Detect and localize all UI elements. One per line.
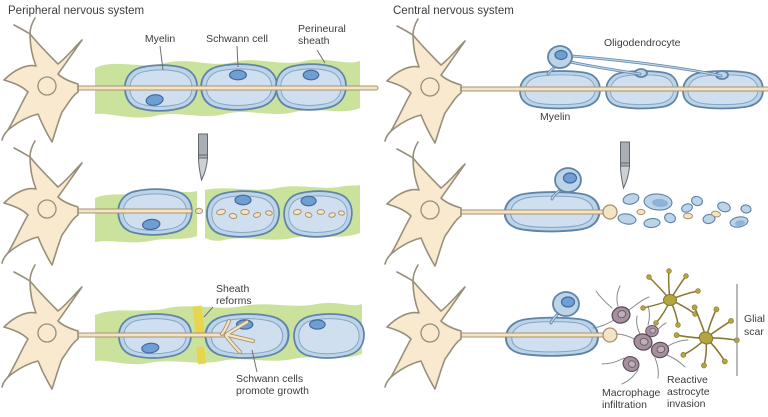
label-schwann-promote-growth: promote growth — [236, 385, 309, 397]
axon-debris — [216, 208, 273, 219]
cns-heading: Central nervous system — [393, 5, 514, 17]
myelin-segment — [117, 188, 193, 236]
label-macrophage-infiltration: infiltration — [602, 399, 647, 411]
pns-panel: Peripheral nervous system Myelin Schwann… — [1, 5, 379, 397]
myelin-segment — [275, 63, 347, 111]
oligodendrocyte — [546, 45, 723, 78]
pns-row-severed — [1, 133, 360, 266]
label-perineural-sheath: sheath — [298, 35, 330, 47]
axon-retraction-bulb — [602, 327, 618, 343]
label-schwann-cell: Schwann cell — [206, 33, 268, 45]
axon-debris — [292, 208, 345, 218]
oligodendrocyte — [550, 167, 582, 201]
growth-cone — [220, 319, 255, 354]
sheath-reform-patch — [192, 305, 205, 334]
leader-line — [251, 349, 258, 373]
axon-retraction-bulb — [602, 204, 618, 220]
macrophage — [645, 324, 659, 338]
pns-row-intact: Myelin Schwann cell Perineural sheath — [1, 17, 379, 143]
myelin-segment — [200, 63, 278, 111]
degenerating-myelin-segment — [206, 190, 280, 238]
myelin-segment — [118, 313, 192, 359]
leader-line — [316, 49, 326, 64]
axon-stump — [195, 207, 203, 215]
myelin-segment — [124, 64, 198, 112]
myelin-debris-field — [617, 193, 752, 229]
label-glial-scar: Glial — [744, 313, 765, 325]
label-sheath-reforms: reforms — [216, 295, 252, 307]
cns-row-glial-scar: Glial scar Macrophage infiltration React… — [384, 264, 765, 411]
label-glial-scar: scar — [744, 326, 764, 338]
macrophage-cluster — [592, 285, 689, 385]
label-sheath-reforms: Sheath — [216, 283, 249, 295]
label-macrophage-infiltration: Macrophage — [602, 387, 661, 399]
sheath-reform-patch — [196, 346, 206, 365]
label-perineural-sheath: Perineural — [298, 23, 346, 35]
label-schwann-promote-growth: Schwann cells — [236, 373, 303, 385]
label-reactive-astrocyte-invasion: Reactive — [667, 374, 708, 386]
label-oligodendrocyte: Oligodendrocyte — [604, 37, 681, 49]
label-reactive-astrocyte-invasion: astrocyte — [667, 386, 710, 398]
oligodendrocyte — [549, 291, 580, 325]
leader-line — [236, 45, 239, 68]
pns-row-regrowth: Sheath reforms Schwann cells promote gro… — [1, 264, 365, 397]
myelin-segment — [293, 313, 365, 359]
label-reactive-astrocyte-invasion: invasion — [667, 398, 706, 410]
label-myelin-pns: Myelin — [145, 33, 176, 45]
leader-line — [159, 45, 164, 71]
leader-line — [203, 306, 214, 318]
cns-panel: Central nervous system Oligodendrocyte M… — [384, 5, 768, 411]
cns-row-intact: Oligodendrocyte Myelin — [384, 18, 768, 144]
cns-row-severed — [384, 141, 752, 267]
degenerating-myelin-segment — [283, 190, 353, 238]
label-myelin-cns: Myelin — [540, 111, 571, 123]
pns-heading: Peripheral nervous system — [8, 5, 144, 17]
